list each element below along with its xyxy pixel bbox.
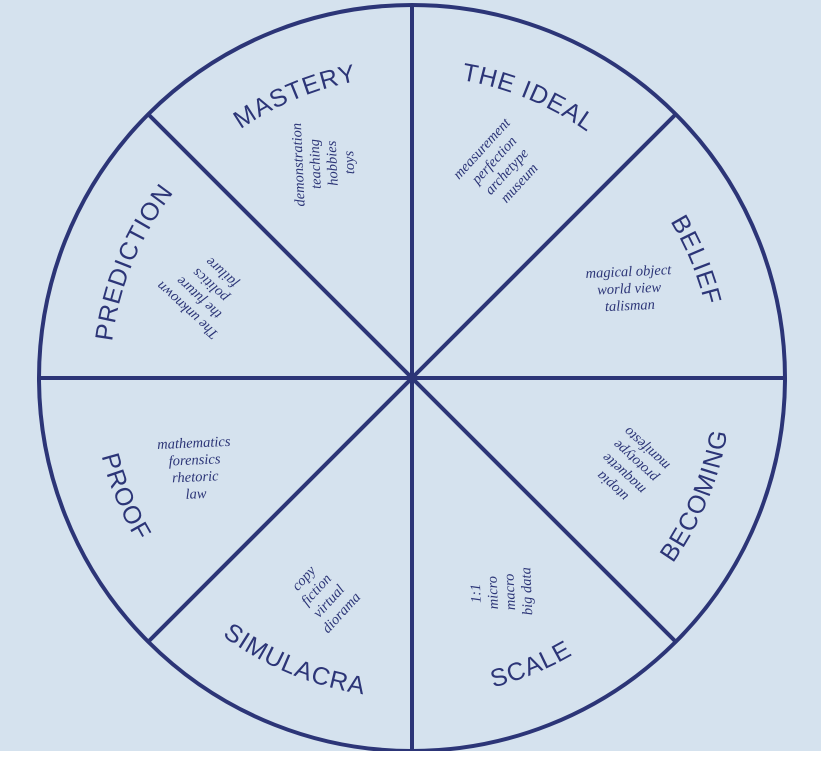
keyword-law: law xyxy=(185,486,207,503)
wheel-spokes xyxy=(39,5,785,751)
keyword-hobbies: hobbies xyxy=(324,140,342,186)
bottom-edge-bar xyxy=(0,751,821,759)
sector-title-text: BECOMING xyxy=(655,427,733,567)
sector-title-the-ideal: THE IDEAL xyxy=(460,58,600,137)
keyword-forensics: forensics xyxy=(168,451,221,469)
spoke-line xyxy=(146,376,414,644)
sector-title-text: SIMULACRA xyxy=(219,618,367,701)
sector-title-prediction: PREDICTION xyxy=(90,179,179,343)
keyword-world-view: world view xyxy=(597,280,662,299)
spoke-line xyxy=(410,376,678,644)
sector-title-simulacra: SIMULACRA xyxy=(219,618,368,701)
keyword-big-data: big data xyxy=(518,567,536,616)
sector-title-scale: SCALE xyxy=(487,635,576,693)
keyword-demonstration: demonstration xyxy=(289,123,309,207)
keyword-1-1: 1:1 xyxy=(468,583,485,603)
sector-title-proof: PROOF xyxy=(96,450,157,545)
keyword-rhetoric: rhetoric xyxy=(172,468,220,486)
keyword-macro: macro xyxy=(501,573,519,610)
spoke-line xyxy=(410,112,678,380)
spoke-line xyxy=(146,112,414,380)
sector-title-belief: BELIEF xyxy=(665,210,727,307)
keyword-mathematics: mathematics xyxy=(157,434,231,453)
keyword-teaching: teaching xyxy=(307,139,325,190)
keyword-micro: micro xyxy=(485,576,502,610)
sector-title-text: PROOF xyxy=(96,450,156,545)
keyword-toys: toys xyxy=(341,150,358,174)
sector-title-text: PREDICTION xyxy=(90,179,178,343)
keyword-magical-object: magical object xyxy=(585,262,672,282)
sector-title-becoming: BECOMING xyxy=(655,427,734,567)
sector-title-text: THE IDEAL xyxy=(460,58,599,137)
keyword-talisman: talisman xyxy=(605,297,656,315)
sector-title-text: BELIEF xyxy=(665,210,726,307)
sector-title-text: SCALE xyxy=(487,635,575,693)
